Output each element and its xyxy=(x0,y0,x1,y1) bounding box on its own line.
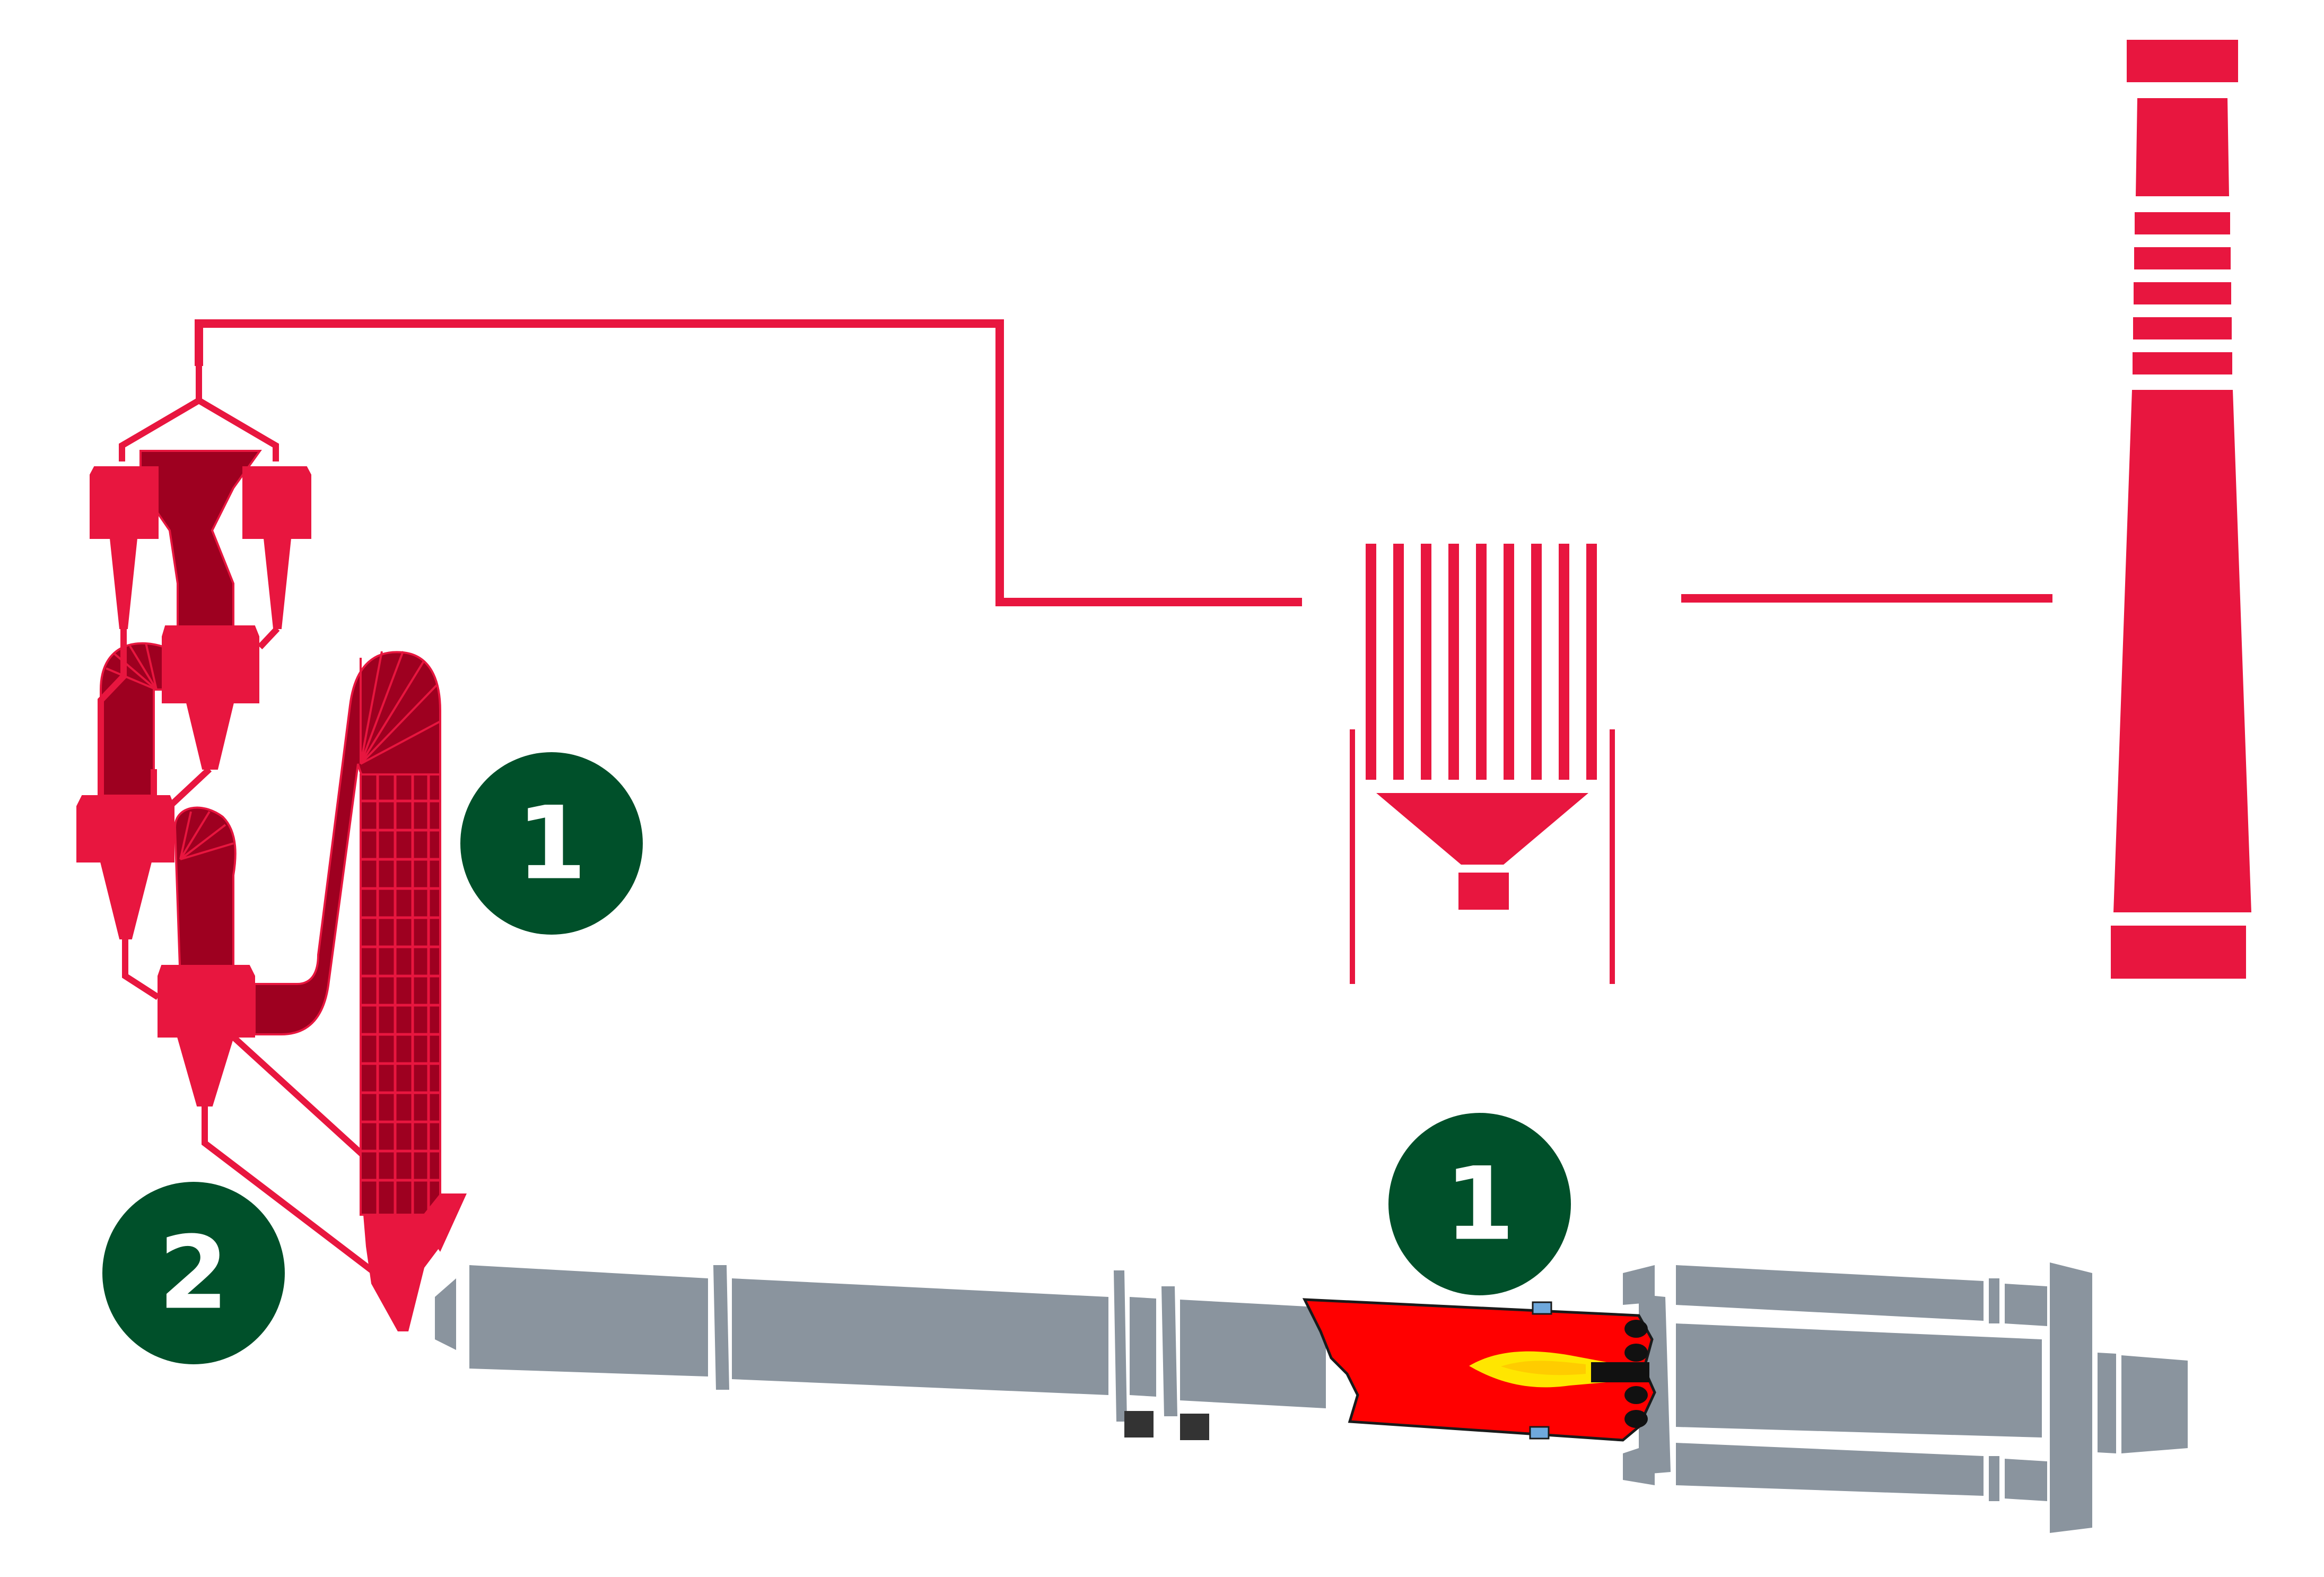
cooler-upper-end xyxy=(2005,1284,2047,1326)
burner-ports xyxy=(1624,1320,1648,1428)
kiln-end-cap xyxy=(435,1278,456,1350)
cooler-left-step-bottom xyxy=(1623,1443,1655,1485)
kiln-outlet-ring xyxy=(2098,1353,2116,1453)
chimney-shaft xyxy=(2113,390,2251,912)
chimney-band-1 xyxy=(2135,212,2230,234)
kiln-tyre-3 xyxy=(1161,1286,1177,1416)
kiln-segment-2 xyxy=(732,1278,1108,1395)
badge-burner: 1 xyxy=(1388,1113,1571,1295)
badge-preheater-label: 2 xyxy=(159,1215,229,1332)
kiln-segment-3a xyxy=(1130,1297,1156,1397)
burner-section xyxy=(1302,1298,1656,1442)
cyclone-stage-4 xyxy=(158,965,255,1106)
cyclone-stage-2 xyxy=(162,625,259,770)
chimney-band-2 xyxy=(2134,247,2231,269)
filter-frame-left xyxy=(1350,729,1355,984)
burner-lance xyxy=(1591,1362,1649,1382)
kiln-outlet-tube xyxy=(2121,1355,2188,1453)
tower-connectors xyxy=(98,626,405,1297)
burner-clamp-top xyxy=(1532,1301,1552,1315)
cooler-upper-tyre xyxy=(1989,1278,1999,1323)
kiln-segment-1 xyxy=(469,1265,708,1376)
burner-clamp-bottom xyxy=(1529,1426,1550,1440)
chimney-cap xyxy=(2127,40,2238,82)
filter-frame-right xyxy=(1610,729,1615,984)
chimney-upper xyxy=(2136,98,2229,196)
kiln-tyre-1 xyxy=(713,1265,729,1390)
filter-icon xyxy=(1350,544,1615,984)
cyclone-stage-3 xyxy=(76,795,174,939)
cooler-lower-end xyxy=(2005,1459,2047,1501)
kiln-segment-3 xyxy=(1180,1300,1326,1408)
cooler-lower-tube xyxy=(1676,1443,1984,1496)
cooler-upper-tube xyxy=(1676,1265,1984,1321)
kiln-support-block-1 xyxy=(1124,1411,1154,1437)
kiln-discharge-flange xyxy=(2050,1262,2092,1533)
chimney-band-4 xyxy=(2133,317,2232,339)
kiln-tyre-2 xyxy=(1114,1270,1127,1422)
cyclone-top-left xyxy=(90,466,159,629)
filter-outlet xyxy=(1458,873,1509,910)
tower-top-manifold xyxy=(119,366,279,461)
kiln-support-block-2 xyxy=(1180,1414,1209,1440)
chimney-icon xyxy=(2111,40,2251,979)
chimney-band-5 xyxy=(2133,352,2232,374)
badge-preheater: 2 xyxy=(102,1182,285,1364)
gas-duct-lines xyxy=(195,319,2052,606)
rotary-kiln-icon xyxy=(435,1262,2188,1533)
kiln-inlet-hopper xyxy=(363,1215,440,1331)
filter-hopper xyxy=(1376,793,1588,865)
calciner-icon xyxy=(360,773,467,1331)
badge-calciner-label: 1 xyxy=(517,785,587,902)
cooler-left-step-top xyxy=(1623,1265,1655,1305)
kiln-inlet-spout xyxy=(419,1193,467,1252)
cooler-main-tube xyxy=(1676,1323,2042,1437)
preheater-tower-icon xyxy=(76,366,467,1331)
cyclone-top-right xyxy=(242,466,311,629)
cooler-lower-tyre xyxy=(1989,1456,1999,1501)
calciner-grid xyxy=(361,774,440,1215)
cyclones xyxy=(76,466,311,1106)
badge-burner-label: 1 xyxy=(1445,1146,1515,1263)
bend-ribs xyxy=(106,642,441,860)
duct-tower-to-filter xyxy=(195,319,1302,606)
badge-calciner: 1 xyxy=(460,752,643,935)
chimney-base xyxy=(2111,926,2246,979)
chimney-band-3 xyxy=(2134,282,2231,304)
filter-plates xyxy=(1366,544,1597,780)
burner-flame-core xyxy=(1501,1361,1586,1375)
